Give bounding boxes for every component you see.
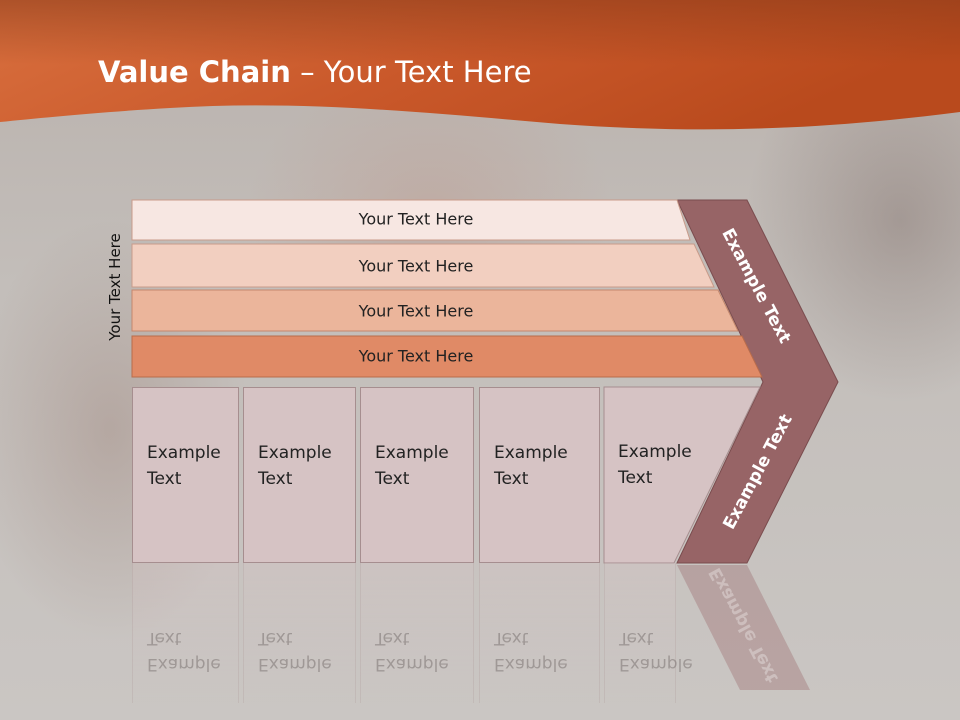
page-title: Value Chain – Your Text Here: [98, 55, 532, 89]
column-1-label: Example Text: [147, 443, 221, 489]
band-2-label: Your Text Here: [358, 256, 474, 276]
banner-wave-shape: [0, 0, 960, 130]
column-2-box: Example Text: [243, 387, 356, 563]
column-3-label: Example Text: [375, 443, 449, 489]
column-5-box: Example Text: [604, 387, 714, 563]
band-3-label: Your Text Here: [358, 301, 474, 321]
chevron-reflection-shape: [677, 565, 810, 690]
column-4-label: Example Text: [494, 443, 568, 489]
column-3-box: Example Text: [360, 387, 474, 563]
column-5-reflection: Example Text: [604, 563, 693, 703]
chevron-reflection-label: Example Text: [705, 564, 783, 686]
column-5-shape: [603, 386, 761, 564]
column-1-reflection-label: Example Text: [147, 628, 221, 674]
band-3-shape: [131, 289, 739, 332]
column-3-reflection: Example Text: [360, 563, 474, 703]
column-2-reflection: Example Text: [243, 563, 356, 703]
band-1-shape: [131, 199, 691, 241]
title-rest: – Your Text Here: [290, 55, 532, 89]
chevron-arrow-shape: [676, 199, 839, 564]
band-1-label: Your Text Here: [358, 209, 474, 229]
column-4-reflection-label: Example Text: [494, 628, 568, 674]
title-bold: Value Chain: [98, 55, 291, 89]
column-1-reflection: Example Text: [132, 563, 239, 703]
column-5-reflection-label: Example Text: [619, 628, 693, 674]
column-1-box: Example Text: [132, 387, 239, 563]
column-5-label: Example Text: [618, 442, 692, 488]
column-2-label: Example Text: [258, 443, 332, 489]
band-2-shape: [131, 243, 715, 288]
column-2-reflection-label: Example Text: [258, 628, 332, 674]
column-3-reflection-label: Example Text: [375, 628, 449, 674]
title-banner: Value Chain – Your Text Here: [0, 0, 960, 145]
diagram-reflection: Example Text Example Text Example Text E…: [0, 563, 960, 720]
band-4-shape: [131, 335, 763, 378]
band-4-label: Your Text Here: [358, 346, 474, 366]
column-4-box: Example Text: [479, 387, 600, 563]
column-4-reflection: Example Text: [479, 563, 600, 703]
